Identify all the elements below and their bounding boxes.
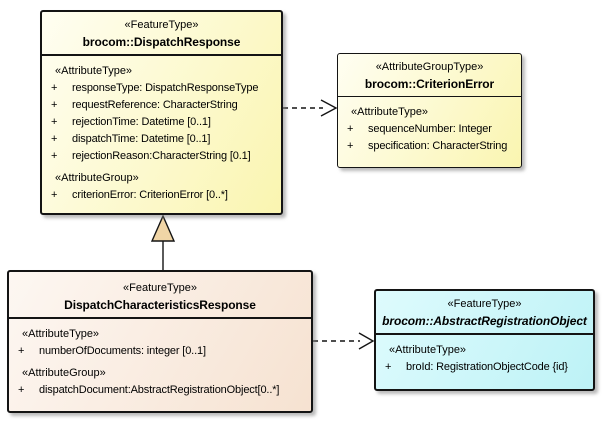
dependency-arrow-dispatchcharacteristics-abstractregistrationobject: [313, 332, 375, 350]
class-box-dispatch-characteristics-response: «FeatureType» DispatchCharacteristicsRes…: [7, 270, 313, 413]
visibility-plus: +: [18, 384, 25, 396]
class-header: «FeatureType» DispatchCharacteristicsRes…: [9, 272, 311, 319]
class-box-abstract-registration-object: «FeatureType» brocom::AbstractRegistrati…: [374, 289, 595, 391]
attribute-text: rejectionTime: Datetime [0..1]: [72, 116, 211, 128]
visibility-plus: +: [347, 123, 354, 135]
visibility-plus: +: [51, 82, 58, 94]
open-arrowhead-icon: [320, 99, 338, 117]
class-attributes-compartment: «AttributeType» + numberOfDocuments: int…: [9, 319, 311, 403]
class-header: «FeatureType» brocom::DispatchResponse: [42, 12, 281, 56]
class-attributes-compartment: «AttributeType» + responseType: Dispatch…: [42, 56, 281, 208]
visibility-plus: +: [385, 361, 392, 373]
visibility-plus: +: [51, 99, 58, 111]
attribute-row: + responseType: DispatchResponseType: [42, 80, 279, 97]
section-heading: «AttributeGroup»: [55, 172, 139, 184]
attribute-row: + rejectionTime: Datetime [0..1]: [42, 114, 279, 131]
section-heading: «AttributeType»: [351, 106, 429, 118]
class-header: «FeatureType» brocom::AbstractRegistrati…: [376, 291, 593, 335]
class-name: brocom::CriterionError: [364, 77, 495, 91]
class-stereotype: «FeatureType»: [447, 298, 522, 310]
attribute-text: responseType: DispatchResponseType: [72, 82, 259, 94]
attribute-row: + rejectionReason:CharacterString [0.1]: [42, 148, 279, 165]
section-heading: «AttributeType»: [55, 65, 133, 77]
attribute-text: dispatchTime: Datetime [0..1]: [72, 133, 211, 145]
attribute-row: + dispatchTime: Datetime [0..1]: [42, 131, 279, 148]
attribute-text: numberOfDocuments: integer [0..1]: [39, 345, 206, 357]
class-name: brocom::DispatchResponse: [82, 35, 241, 49]
attribute-row: + sequenceNumber: Integer: [338, 121, 519, 138]
attribute-text: broId: RegistrationObjectCode {id}: [406, 361, 568, 373]
dependency-arrow-dispatchresponse-criterionerror: [283, 99, 338, 117]
attribute-text: sequenceNumber: Integer: [368, 123, 492, 135]
visibility-plus: +: [347, 140, 354, 152]
class-box-dispatch-response: «FeatureType» brocom::DispatchResponse «…: [40, 10, 283, 215]
section-heading: «AttributeType»: [22, 328, 100, 340]
class-stereotype: «AttributeGroupType»: [375, 61, 484, 73]
visibility-plus: +: [51, 133, 58, 145]
visibility-plus: +: [51, 116, 58, 128]
visibility-plus: +: [18, 345, 25, 357]
section-heading: «AttributeType»: [389, 344, 467, 356]
open-arrowhead-icon: [358, 332, 375, 350]
visibility-plus: +: [51, 189, 58, 201]
class-stereotype: «FeatureType»: [124, 19, 199, 31]
attribute-text: dispatchDocument:AbstractRegistrationObj…: [39, 384, 280, 396]
attribute-row: + broId: RegistrationObjectCode {id}: [376, 359, 591, 376]
class-name: DispatchCharacteristicsResponse: [64, 298, 256, 312]
attribute-row: + dispatchDocument:AbstractRegistrationO…: [9, 382, 309, 399]
class-attributes-compartment: «AttributeType» + broId: RegistrationObj…: [376, 335, 593, 380]
generalization-arrow-dispatchcharacteristics-dispatchresponse: [150, 214, 176, 271]
attribute-text: criterionError: CriterionError [0..*]: [72, 189, 228, 201]
attribute-text: requestReference: CharacterString: [72, 99, 238, 111]
attribute-row: + numberOfDocuments: integer [0..1]: [9, 343, 309, 360]
section-heading: «AttributeGroup»: [22, 367, 106, 379]
attribute-row: + specification: CharacterString: [338, 138, 519, 155]
class-name: brocom::AbstractRegistrationObject: [382, 314, 587, 328]
generalization-triangle-icon: [150, 214, 176, 242]
class-header: «AttributeGroupType» brocom::CriterionEr…: [338, 54, 521, 97]
attribute-row: + criterionError: CriterionError [0..*]: [42, 187, 279, 204]
class-box-criterion-error: «AttributeGroupType» brocom::CriterionEr…: [337, 53, 522, 168]
attribute-text: specification: CharacterString: [368, 140, 508, 152]
attribute-row: + requestReference: CharacterString: [42, 97, 279, 114]
class-attributes-compartment: «AttributeType» + sequenceNumber: Intege…: [338, 97, 521, 159]
attribute-text: rejectionReason:CharacterString [0.1]: [72, 150, 251, 162]
visibility-plus: +: [51, 150, 58, 162]
class-stereotype: «FeatureType»: [123, 282, 197, 294]
